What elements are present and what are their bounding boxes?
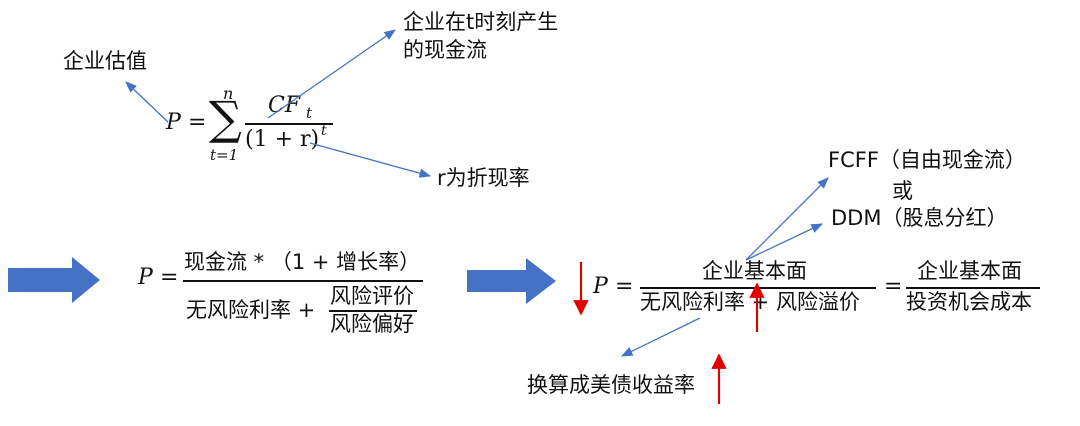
- f3-eq: =: [615, 274, 634, 299]
- label-cashflow-line2: 的现金流: [403, 38, 487, 62]
- f3-num2: 企业基本面: [917, 259, 1022, 283]
- f3-p: P: [593, 274, 608, 299]
- f2-p: P: [138, 265, 153, 290]
- label-treasury-yield: 换算成美债收益率: [527, 373, 695, 397]
- arrow-to-ddm: [745, 223, 824, 261]
- f2-den-frac-den: 风险偏好: [330, 312, 414, 336]
- arrow-to-fcff: [745, 177, 829, 261]
- f1-upper: n: [223, 84, 234, 103]
- f3-fraction-bar-2: [906, 287, 1040, 289]
- f1-eq: =: [188, 110, 207, 135]
- f2-fraction-bar: [183, 280, 423, 282]
- f2-den-frac-num: 风险评价: [330, 284, 414, 308]
- f2-inner-fraction-bar: [329, 310, 417, 312]
- f3-num1: 企业基本面: [702, 259, 807, 283]
- f1-p: P: [166, 110, 181, 135]
- f1-num-sub: t: [306, 104, 313, 122]
- label-cashflow-line1: 企业在t时刻产生: [403, 10, 559, 34]
- f3-eq2: =: [884, 274, 903, 299]
- arrow-to-valuation: [125, 81, 169, 123]
- arrow-to-treasury-yield: [620, 317, 701, 357]
- f1-fraction-bar: [245, 123, 333, 125]
- f2-numerator: 现金流 * （1 + 增长率）: [184, 250, 421, 274]
- f3-den1: 无风险利率 + 风险溢价: [640, 290, 860, 314]
- f1-den-main: (1 + r): [245, 127, 320, 152]
- f1-num-main: CF: [268, 93, 301, 118]
- f2-den-left: 无风险利率 +: [186, 298, 316, 322]
- block-arrow-left: [8, 257, 100, 303]
- f1-sigma: ∑: [209, 91, 242, 145]
- f1-lower: t=1: [210, 146, 239, 164]
- arrow-to-discount-rate: [309, 142, 432, 178]
- block-arrow-middle: [467, 258, 556, 304]
- label-valuation: 企业估值: [63, 49, 147, 73]
- label-or: 或: [892, 179, 913, 203]
- label-fcff: FCFF（自由现金流）: [828, 148, 1026, 172]
- f2-eq: =: [160, 265, 179, 290]
- f3-den2: 投资机会成本: [906, 290, 1032, 314]
- arrow-to-cashflow: [267, 29, 396, 119]
- label-ddm: DDM（股息分红）: [831, 206, 1008, 230]
- f1-den-sup: t: [321, 123, 327, 139]
- label-discount-rate: r为折现率: [437, 166, 530, 190]
